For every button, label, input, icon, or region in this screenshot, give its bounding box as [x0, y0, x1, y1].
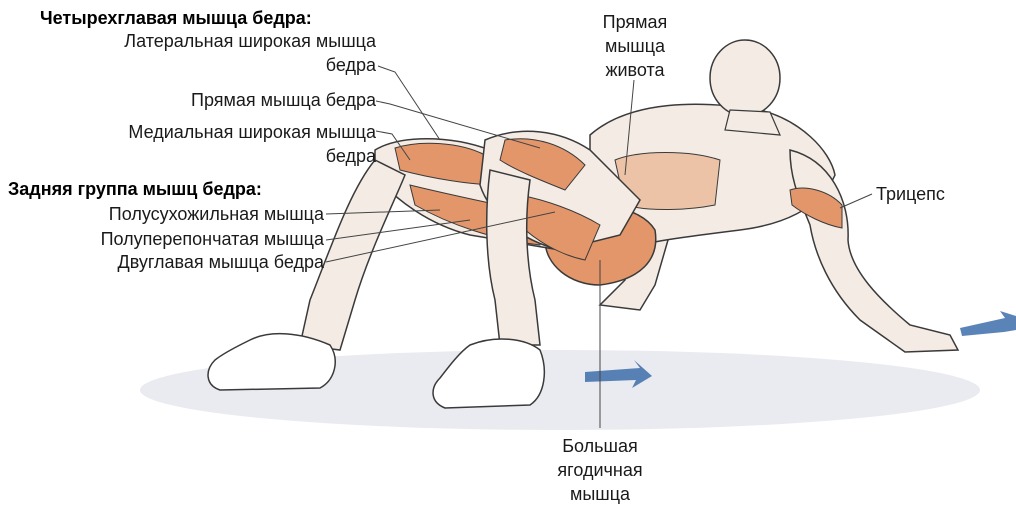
rectus-femoris-label: Прямая мышца бедра [191, 89, 376, 112]
left-shoe [208, 334, 335, 390]
semimembranosus-label: Полуперепончатая мышца [101, 228, 324, 251]
gluteus-label-line2: ягодичная [545, 459, 655, 482]
vastus-medialis-label-line1: Медиальная широкая мышца [128, 121, 376, 144]
head [710, 40, 780, 116]
triceps-label: Трицепс [876, 183, 945, 206]
biceps-femoris-label: Двуглавая мышца бедра [118, 251, 324, 274]
rectus-abdominis-label-line3: живота [585, 59, 685, 82]
rectus-abdominis-label-line1: Прямая [585, 11, 685, 34]
quadriceps-header: Четырехглавая мышца бедра: [40, 7, 312, 30]
right-shoe [433, 339, 544, 408]
vastus-lateralis-label-line1: Латеральная широкая мышца [124, 30, 376, 53]
rectus-abdominis-label-line2: мышца [585, 35, 685, 58]
hamstrings-header: Задняя группа мышц бедра: [8, 178, 262, 201]
leader-triceps [840, 194, 872, 208]
vastus-medialis-label-line2: бедра [326, 145, 376, 168]
semitendinosus-label: Полусухожильная мышца [109, 203, 324, 226]
gluteus-label-line3: мышца [545, 483, 655, 506]
gluteus-label-line1: Большая [545, 435, 655, 458]
direction-arrow-right [960, 311, 1016, 336]
front-arm [790, 150, 958, 352]
vastus-lateralis-label-line2: бедра [326, 54, 376, 77]
